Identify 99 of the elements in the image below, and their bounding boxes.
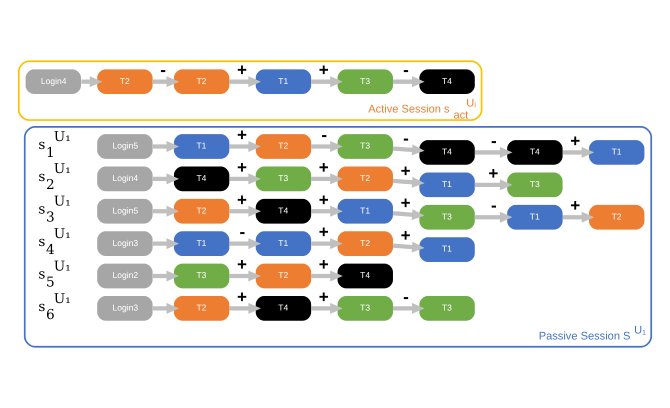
edge-label: +: [236, 126, 247, 144]
node-box: T2: [256, 134, 312, 159]
node-box: T2: [174, 69, 230, 94]
arrow: [229, 206, 261, 217]
node-box: T2: [97, 69, 153, 94]
edge-label: +: [236, 287, 247, 306]
edge-label: +: [400, 194, 411, 213]
arrow: [152, 206, 180, 217]
arrow: [311, 238, 343, 250]
node-box: T3: [419, 296, 475, 321]
edge-label: +: [236, 255, 247, 274]
arrow: [311, 76, 343, 88]
arrow: [311, 140, 343, 152]
node-box: T2: [174, 198, 230, 224]
edge-label: -: [403, 60, 409, 80]
arrow: [393, 76, 425, 88]
node-box: Login5: [97, 134, 153, 159]
node-box: T1: [174, 134, 230, 159]
edge-label: +: [236, 190, 247, 210]
arrow: [152, 140, 180, 152]
node-box: T3: [338, 296, 393, 321]
edge-label: +: [318, 60, 329, 80]
node-box: T3: [256, 166, 312, 192]
arrow: [81, 76, 102, 88]
edge-label: +: [400, 226, 411, 246]
node-box: T4: [174, 166, 230, 192]
node-box: T2: [338, 166, 393, 192]
node-box: T1: [507, 204, 563, 230]
edge-label: +: [570, 131, 580, 150]
edge-label: -: [403, 128, 409, 148]
node-box: Login3: [97, 231, 153, 256]
node-box: T2: [256, 264, 312, 288]
arrow: [229, 173, 261, 184]
node-box: T4: [419, 140, 475, 165]
arrow: [311, 270, 343, 282]
node-box: T4: [256, 198, 312, 224]
edge-label: +: [236, 60, 247, 80]
node-box: T4: [419, 69, 475, 94]
edge-label: -: [160, 60, 166, 80]
arrow: [311, 206, 343, 217]
arrow: [392, 144, 425, 156]
node-box: Login2: [97, 264, 153, 288]
arrow: [229, 238, 261, 250]
node-box: T4: [507, 140, 563, 165]
node-box: T3: [419, 204, 475, 230]
arrow: [474, 179, 512, 190]
edge-label: -: [321, 126, 328, 144]
arrow: [229, 302, 261, 314]
arrow: [393, 302, 425, 314]
node-box: T1: [419, 237, 475, 262]
edge-label: +: [318, 222, 329, 242]
arrow: [311, 302, 343, 314]
arrow: [229, 76, 261, 88]
edge-label: -: [403, 287, 409, 306]
node-box: T3: [174, 264, 230, 288]
edge-label: -: [490, 196, 497, 216]
edge-label: -: [490, 131, 497, 150]
node-box: T4: [256, 296, 312, 321]
node-box: Login4: [26, 69, 81, 94]
arrow: [152, 302, 180, 314]
node-box: T1: [256, 231, 312, 256]
arrow: [392, 209, 425, 220]
arrow: [562, 146, 594, 158]
node-box: T3: [338, 134, 393, 159]
edge-label: +: [318, 158, 329, 177]
edge-label: -: [240, 222, 246, 242]
arrow: [474, 146, 512, 158]
edge-label: +: [318, 287, 329, 306]
edge-label: +: [236, 158, 247, 177]
node-box: T1: [338, 198, 393, 224]
arrow: [229, 270, 261, 282]
arrow: [562, 212, 594, 223]
arrow: [392, 242, 425, 253]
arrow: [152, 270, 180, 282]
node-box: T3: [507, 172, 563, 198]
arrow: [392, 176, 425, 188]
arrow: [152, 173, 180, 184]
edge-label: +: [400, 161, 411, 180]
node-box: T2: [174, 296, 230, 321]
arrow: [152, 238, 180, 250]
node-box: Login4: [97, 166, 153, 192]
node-box: T2: [589, 204, 644, 230]
edge-label: +: [570, 196, 580, 216]
node-box: T4: [338, 264, 393, 288]
node-box: Login3: [97, 296, 153, 321]
node-box: Login5: [97, 198, 153, 224]
node-box: T1: [589, 140, 644, 165]
node-box: T1: [256, 69, 312, 94]
node-box: T3: [338, 69, 393, 94]
edge-label: +: [318, 190, 329, 210]
arrow: [474, 212, 512, 223]
arrow: [229, 140, 261, 152]
edge-label: +: [318, 255, 329, 274]
node-box: T1: [174, 231, 230, 256]
edge-label: +: [488, 164, 498, 183]
arrow: [152, 76, 180, 88]
node-box: T1: [419, 172, 475, 198]
arrow: [311, 173, 343, 184]
node-box: T2: [338, 231, 393, 256]
